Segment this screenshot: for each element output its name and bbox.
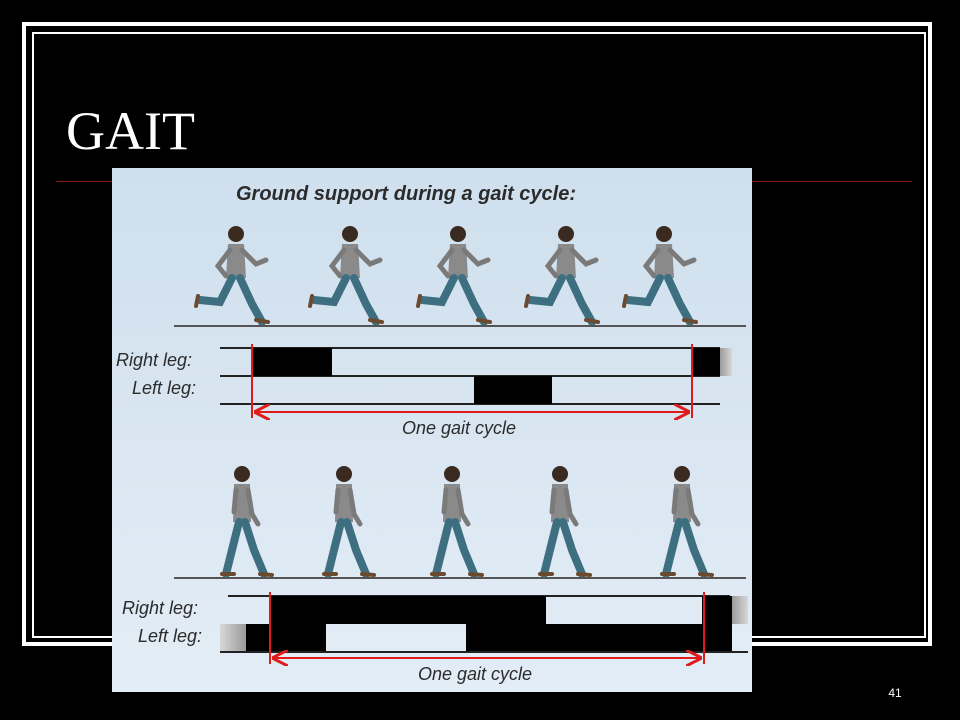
walking-cycle-label: One gait cycle	[418, 664, 532, 684]
walking-left-stance-bar	[466, 624, 732, 652]
walking-right-stance-continuation	[732, 596, 748, 624]
walking-figure	[324, 466, 374, 575]
running-figure	[310, 226, 382, 322]
walking-figures	[222, 466, 712, 575]
walking-left-leg-track	[220, 624, 748, 653]
walking-left-leg-label: Left leg:	[138, 626, 202, 646]
running-left-leg-track	[220, 376, 720, 405]
running-left-leg-label: Left leg:	[132, 378, 196, 398]
walking-figure	[540, 466, 590, 575]
running-right-leg-label: Right leg:	[116, 350, 192, 370]
running-figure	[624, 226, 696, 322]
walking-figure	[222, 466, 272, 575]
page-number: 41	[888, 686, 902, 700]
running-figures	[196, 226, 696, 322]
running-figure	[196, 226, 268, 322]
walking-figure	[432, 466, 482, 575]
running-right-leg-track	[220, 347, 732, 377]
figure-heading: Ground support during a gait cycle:	[236, 183, 576, 205]
running-figure	[526, 226, 598, 322]
running-right-stance-bar	[252, 348, 332, 376]
walking-right-stance-bar	[270, 596, 546, 624]
gait-diagram: Ground support during a gait cycle: Righ…	[116, 183, 748, 684]
walking-right-leg-label: Right leg:	[122, 598, 198, 618]
running-right-stance-continuation	[720, 348, 732, 376]
slide-title: GAIT	[66, 101, 195, 161]
gait-cycle-figure: Ground support during a gait cycle: Righ…	[112, 168, 752, 692]
walking-figure	[662, 466, 712, 575]
walking-right-stance-bar	[702, 596, 732, 624]
running-right-stance-bar	[692, 348, 720, 376]
walking-left-stance-continuation	[220, 624, 246, 652]
running-figure	[418, 226, 490, 322]
walking-left-stance-bar	[246, 624, 326, 652]
running-cycle-label: One gait cycle	[402, 418, 516, 438]
running-left-stance-bar	[474, 376, 552, 404]
walking-right-leg-track	[228, 595, 748, 624]
